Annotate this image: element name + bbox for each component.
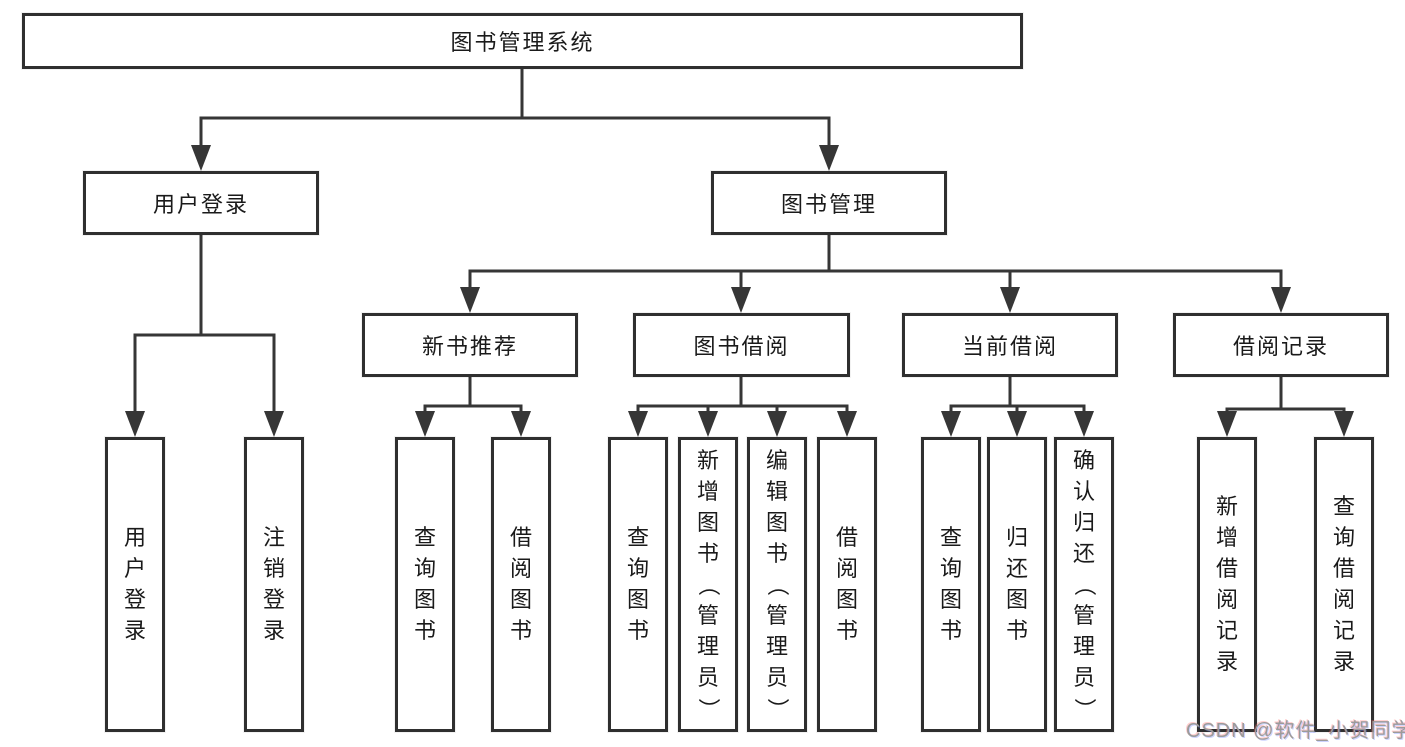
leaf-label: 查询图书	[939, 525, 962, 643]
leaf-label: 查询借阅记录	[1332, 494, 1355, 674]
leaf-user-login: 用户登录	[105, 437, 165, 732]
node-borrowing-records: 借阅记录	[1173, 313, 1389, 377]
node-label: 用户登录	[152, 192, 249, 217]
node-new-book-recommendation: 新书推荐	[362, 313, 578, 377]
leaf-label: 借阅图书	[835, 525, 858, 643]
leaf-borrow-books-borrowing: 借阅图书	[817, 437, 877, 732]
leaf-label: 查询图书	[626, 525, 649, 643]
connector-path	[133, 67, 1346, 418]
leaf-label: 注销登录	[262, 525, 285, 643]
node-book-management: 图书管理	[711, 171, 947, 235]
leaf-edit-books-admin: 编辑图书（管理员）	[747, 437, 807, 732]
node-library-system: 图书管理系统	[22, 13, 1023, 69]
arrowheads	[125, 145, 1354, 437]
leaf-logout-login: 注销登录	[244, 437, 304, 732]
node-label: 当前借阅	[961, 334, 1058, 359]
node-label: 新书推荐	[421, 334, 518, 359]
leaf-query-borrowing-record: 查询借阅记录	[1314, 437, 1374, 732]
leaf-label: 查询图书	[413, 525, 436, 643]
leaf-add-borrowing-record: 新增借阅记录	[1197, 437, 1257, 732]
node-label: 图书管理	[780, 192, 877, 217]
leaf-label: 编辑图书（管理员）	[764, 447, 790, 720]
node-current-borrowing: 当前借阅	[902, 313, 1118, 377]
node-label: 图书借阅	[693, 334, 790, 359]
node-label: 图书管理系统	[450, 30, 595, 55]
node-book-borrowing: 图书借阅	[633, 313, 850, 377]
leaf-label: 借阅图书	[509, 525, 532, 643]
leaf-query-books-current: 查询图书	[921, 437, 981, 732]
leaf-label: 确认归还（管理员）	[1071, 447, 1097, 720]
leaf-label: 用户登录	[123, 525, 146, 643]
csdn-watermark: CSDN @软件_小贺同学	[1186, 720, 1405, 742]
leaf-query-books-recommend: 查询图书	[395, 437, 455, 732]
leaf-query-books-borrowing: 查询图书	[608, 437, 668, 732]
leaf-confirm-return-admin: 确认归还（管理员）	[1054, 437, 1114, 732]
node-label: 借阅记录	[1232, 334, 1329, 359]
leaf-label: 新增借阅记录	[1215, 494, 1238, 674]
leaf-label: 新增图书（管理员）	[695, 447, 721, 720]
leaf-add-books-admin: 新增图书（管理员）	[678, 437, 738, 732]
node-user-login: 用户登录	[83, 171, 319, 235]
leaf-return-books: 归还图书	[987, 437, 1047, 732]
leaf-label: 归还图书	[1005, 525, 1028, 643]
leaf-borrow-books-recommend: 借阅图书	[491, 437, 551, 732]
